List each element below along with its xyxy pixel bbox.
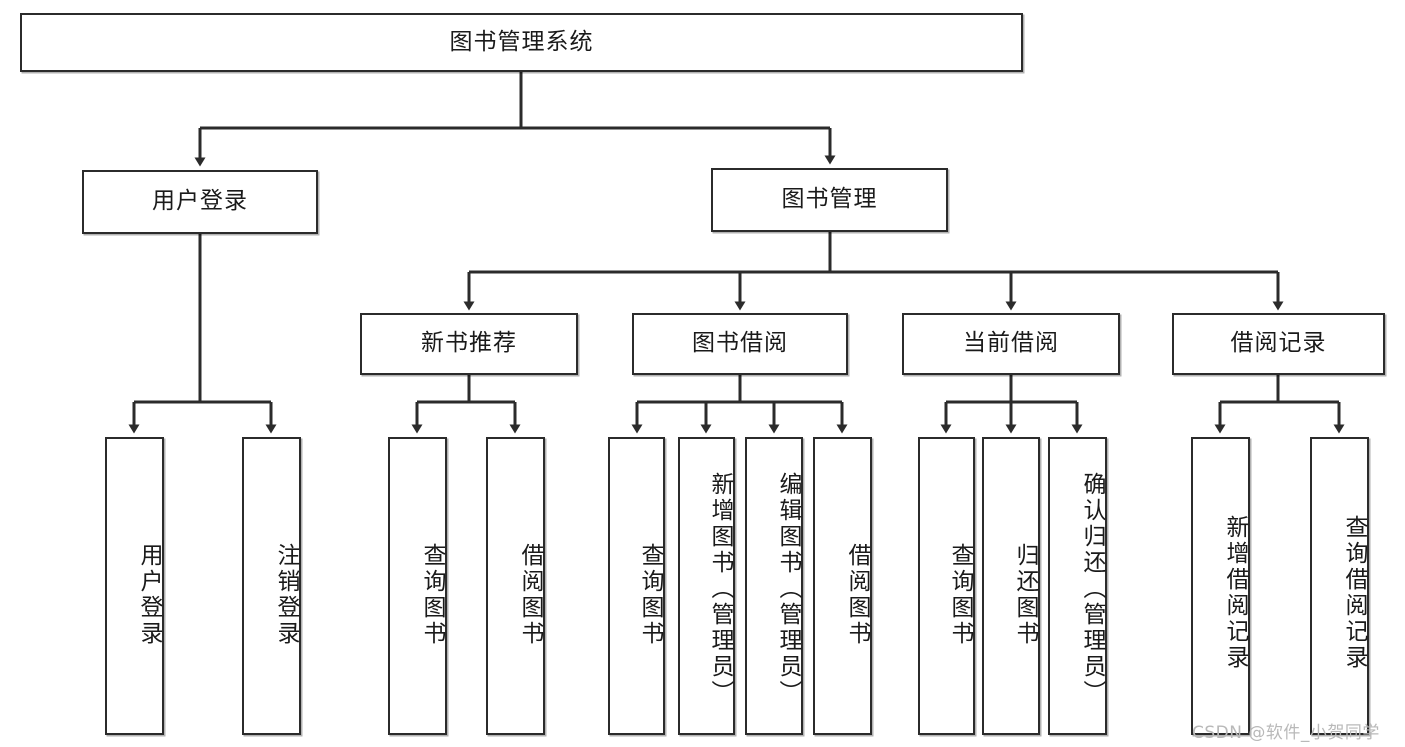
node-leaf-add-book-label: 新增图书（管理员） <box>707 472 733 706</box>
node-leaf-edit-book[interactable]: 编辑图书（管理员） <box>745 437 803 735</box>
node-leaf-query-book-2-label: 查询图书 <box>637 543 663 647</box>
node-leaf-query-book-1[interactable]: 查询图书 <box>388 437 447 735</box>
node-new-book-rec[interactable]: 新书推荐 <box>360 313 578 375</box>
node-leaf-edit-book-label: 编辑图书（管理员） <box>775 472 801 706</box>
node-leaf-query-record[interactable]: 查询借阅记录 <box>1310 437 1369 735</box>
node-borrow-record-label: 借阅记录 <box>1230 330 1327 357</box>
node-leaf-query-book-1-label: 查询图书 <box>419 543 445 647</box>
node-leaf-borrow-book-2[interactable]: 借阅图书 <box>813 437 872 735</box>
node-leaf-borrow-book-1[interactable]: 借阅图书 <box>486 437 545 735</box>
node-leaf-borrow-book-2-label: 借阅图书 <box>844 543 870 647</box>
node-leaf-borrow-book-1-label: 借阅图书 <box>517 543 543 647</box>
node-leaf-confirm-return-label: 确认归还（管理员） <box>1079 472 1105 706</box>
node-leaf-user-login[interactable]: 用户登录 <box>105 437 164 735</box>
node-root-label: 图书管理系统 <box>449 28 594 55</box>
node-leaf-query-book-2[interactable]: 查询图书 <box>608 437 665 735</box>
node-leaf-query-book-3-label: 查询图书 <box>947 543 973 647</box>
node-leaf-return-book[interactable]: 归还图书 <box>982 437 1040 735</box>
node-leaf-add-record[interactable]: 新增借阅记录 <box>1191 437 1250 735</box>
node-leaf-logout-label: 注销登录 <box>273 543 299 647</box>
node-current-borrow-label: 当前借阅 <box>963 330 1059 357</box>
node-leaf-add-record-label: 新增借阅记录 <box>1222 514 1248 671</box>
node-borrow-record[interactable]: 借阅记录 <box>1172 313 1385 375</box>
node-leaf-add-book[interactable]: 新增图书（管理员） <box>678 437 735 735</box>
node-leaf-query-book-3[interactable]: 查询图书 <box>918 437 975 735</box>
node-book-manage[interactable]: 图书管理 <box>711 168 948 232</box>
node-book-manage-label: 图书管理 <box>781 186 878 213</box>
node-book-borrow[interactable]: 图书借阅 <box>632 313 848 375</box>
node-root[interactable]: 图书管理系统 <box>20 13 1023 72</box>
node-leaf-user-login-label: 用户登录 <box>136 543 162 647</box>
node-user-login-label: 用户登录 <box>152 188 248 215</box>
node-new-book-rec-label: 新书推荐 <box>421 330 517 357</box>
watermark: CSDN @软件_小贺同学 <box>1192 723 1380 743</box>
node-book-borrow-label: 图书借阅 <box>692 330 788 357</box>
node-user-login[interactable]: 用户登录 <box>82 170 318 234</box>
node-leaf-query-record-label: 查询借阅记录 <box>1341 514 1367 671</box>
node-leaf-confirm-return[interactable]: 确认归还（管理员） <box>1048 437 1107 735</box>
node-leaf-return-book-label: 归还图书 <box>1012 543 1038 647</box>
node-leaf-logout[interactable]: 注销登录 <box>242 437 301 735</box>
node-current-borrow[interactable]: 当前借阅 <box>902 313 1120 375</box>
